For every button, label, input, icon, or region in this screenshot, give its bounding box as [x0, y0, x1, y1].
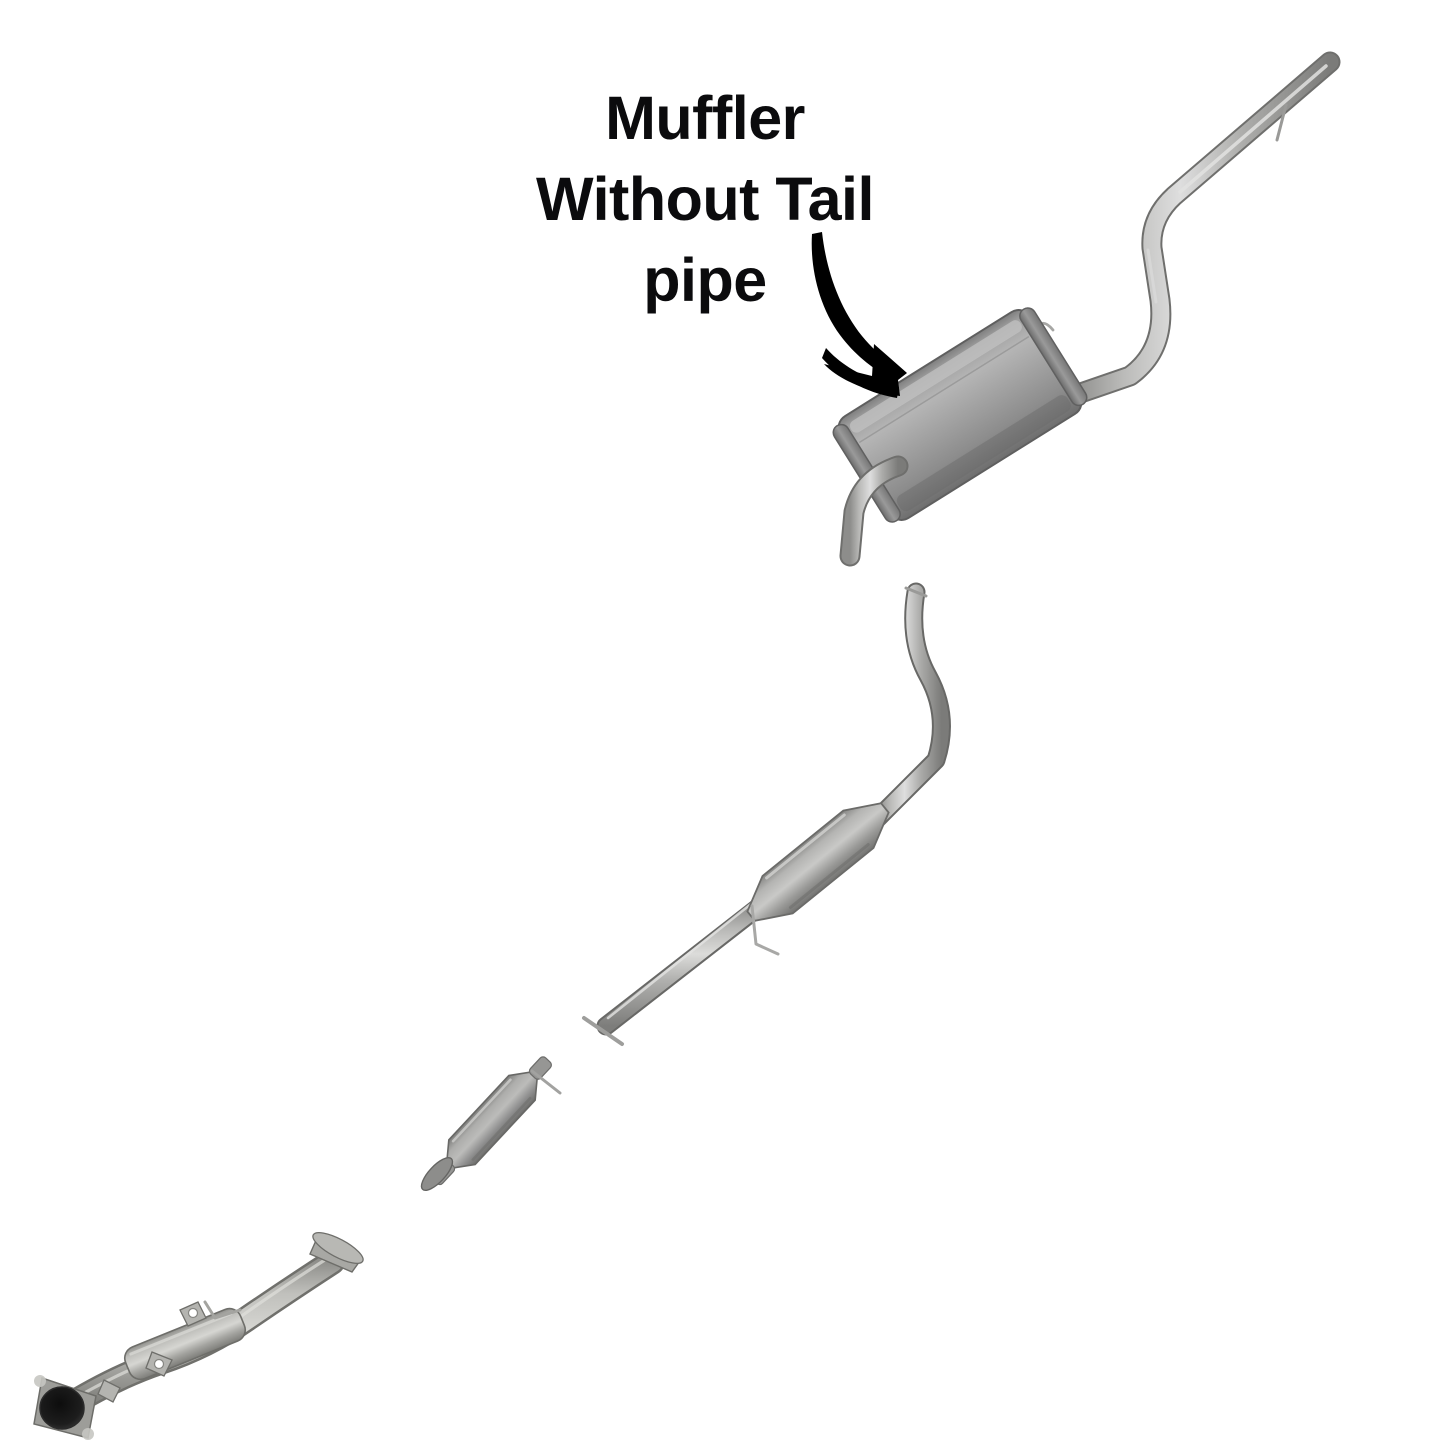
front-pipe-hanger-wire: [203, 1300, 242, 1320]
resonator-body: [746, 802, 890, 922]
callout-line-3: pipe: [643, 246, 767, 315]
callout-text: Muffler Without Tail pipe: [470, 78, 940, 321]
callout-line-2: Without Tail: [536, 165, 874, 234]
front-pipe-outlet-flange: [309, 1231, 364, 1273]
callout-line-1: Muffler: [605, 84, 805, 152]
resonator-pipe-flange: [582, 1016, 624, 1046]
part-catalytic-converter: [420, 1056, 562, 1191]
front-pipe-inlet-flange: [33, 1375, 97, 1440]
part-front-flex-pipe: [33, 1231, 364, 1440]
tailpipe-hanger-wire: [1275, 103, 1288, 142]
converter-body: [445, 1071, 539, 1169]
part-tailpipe-upper: [1061, 51, 1341, 407]
muffler-end-cap-right: [1019, 307, 1088, 407]
part-resonator-pipe: [582, 582, 951, 1046]
converter-tip-flange: [530, 1069, 562, 1095]
resonator-pipe-top-tip: [904, 586, 928, 598]
converter-flange: [420, 1157, 454, 1191]
resonator-hanger-wire: [750, 904, 780, 956]
front-pipe-mount-tabs: [97, 1301, 207, 1403]
curved-arrow-down-right-icon: [811, 232, 907, 398]
part-muffler-inlet-pipe: [839, 455, 909, 567]
